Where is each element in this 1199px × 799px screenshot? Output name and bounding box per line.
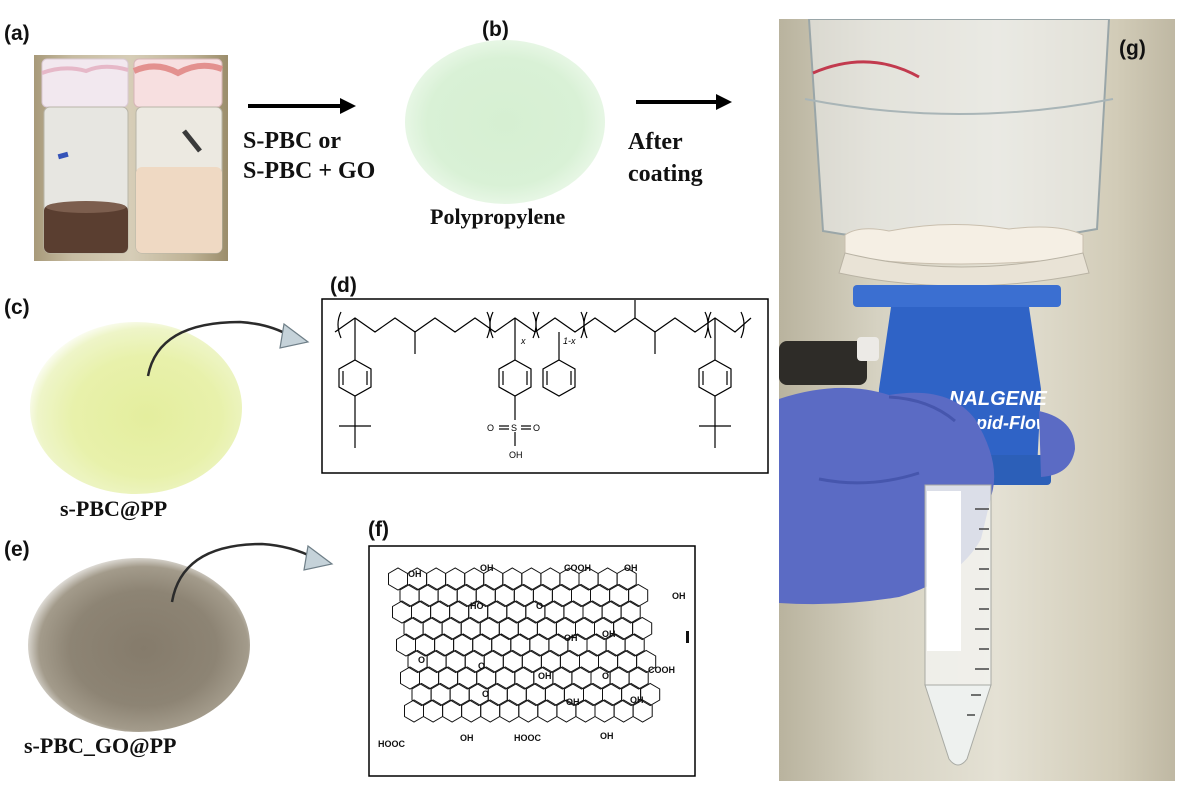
go-oh-3: OH (624, 563, 638, 573)
hexagon-ring (620, 600, 641, 624)
go-hooc-2: HOOC (514, 733, 542, 743)
hexagon-ring (628, 583, 649, 608)
go-oh-7: OH (538, 671, 552, 681)
panel-label-e: (e) (4, 538, 30, 561)
arrow-right-icon-2 (636, 94, 732, 110)
polypropylene-membrane (405, 40, 605, 204)
hexagon-ring (628, 666, 649, 690)
clamp-handle (779, 341, 867, 385)
curved-arrow-icon-2 (170, 542, 334, 603)
filter-cake (844, 223, 1084, 265)
tbutyl-phenyl-ring-1 (338, 318, 372, 448)
step1-line2: S-PBC + GO (243, 158, 376, 184)
step2-caption: After coating (628, 126, 703, 190)
panel-label-a: (a) (4, 22, 30, 45)
go-cooh-2: COOH (648, 665, 675, 675)
sulfonate-oh: OH (509, 450, 523, 460)
hexagon-ring (636, 649, 657, 674)
go-oh-1: OH (408, 569, 422, 579)
hexagon-lattice (388, 567, 661, 723)
go-oh-11: OH (600, 731, 614, 741)
go-oh-6: OH (602, 629, 616, 639)
step2-line1: After (628, 129, 683, 155)
go-cooh-1: COOH (564, 563, 591, 573)
tbutyl-phenyl-ring-2 (698, 318, 732, 448)
panel-label-c: (c) (4, 296, 30, 319)
go-oh-4: OH (672, 591, 686, 601)
spbc-go-membrane (28, 558, 250, 732)
go-o-2: O (418, 655, 425, 665)
hexagon-ring (632, 699, 653, 723)
funnel-reservoir (807, 19, 1111, 244)
hexagon-ring (632, 616, 653, 641)
go-oh-2: OH (480, 563, 494, 573)
panel-label-f: (f) (368, 518, 389, 541)
go-oh-9: OH (630, 695, 644, 705)
curved-arrow-icon (146, 320, 310, 377)
arrow-right-icon (248, 98, 356, 114)
hexagon-ring (624, 633, 645, 657)
panel-label-d: (d) (330, 274, 357, 297)
graphene-oxide-structure: OH OH COOH OH OH HO O OH OH O O COOH OH … (368, 545, 696, 777)
go-o-5: O (482, 689, 489, 699)
go-oh-8: OH (566, 697, 580, 707)
go-ho-1: HO (470, 601, 484, 611)
panel-label-b: (b) (482, 18, 509, 41)
step2-line2: coating (628, 161, 703, 187)
step1-line1: S-PBC or (243, 128, 341, 154)
go-oh-10: OH (460, 733, 474, 743)
spbc-go-caption: s-PBC_GO@PP (24, 733, 177, 758)
hexagon-ring (640, 682, 661, 707)
sulfonate-s: S (511, 423, 517, 433)
funnel-collar (853, 285, 1061, 307)
panel-label-g: (g) (1119, 37, 1146, 60)
spbc-caption: s-PBC@PP (60, 496, 168, 521)
polymer-structure: x 1-x O S O OH (321, 298, 769, 474)
sulfonate-o-left: O (487, 423, 494, 433)
phenyl-ring (542, 332, 576, 397)
left-vial-liquid (44, 205, 128, 253)
go-o-4: O (602, 671, 609, 681)
go-o-1: O (536, 601, 543, 611)
step1-caption: S-PBC or S-PBC + GO (243, 126, 375, 186)
subscript-x: x (520, 336, 526, 346)
go-hooc-1: HOOC (378, 739, 406, 749)
vials-photo (34, 55, 228, 261)
filter-funnel-photo: NALGENE Rapid-Flow (g) (779, 19, 1175, 781)
sulfonate-o-right: O (533, 423, 540, 433)
brand-label: NALGENE (949, 388, 1047, 410)
sulfonated-phenyl-ring (498, 318, 532, 446)
polypropylene-caption: Polypropylene (430, 204, 566, 229)
hexagon-ring (616, 567, 637, 591)
go-o-3: O (478, 661, 485, 671)
spbc-membrane (30, 322, 242, 494)
go-oh-5: OH (564, 633, 578, 643)
right-vial-liquid (136, 167, 222, 253)
subscript-1x: 1-x (563, 336, 576, 346)
